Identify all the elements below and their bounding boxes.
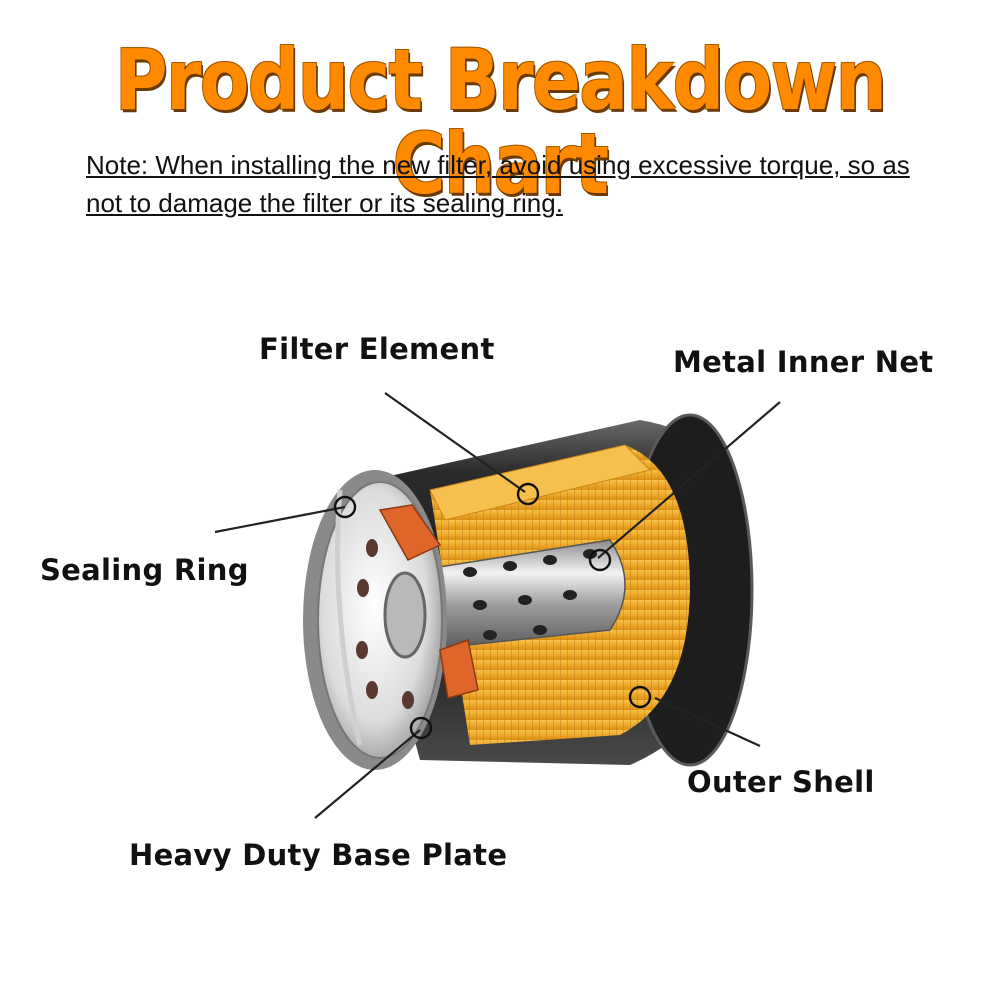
sealing-ring-lower	[439, 639, 479, 699]
installation-note: Note: When installing the new filter, av…	[86, 150, 910, 218]
filter-element-label: Filter Element	[259, 332, 495, 366]
sealing-ring-edge	[335, 489, 363, 746]
base-plate-label: Heavy Duty Base Plate	[129, 838, 508, 872]
outer-shell-label: Outer Shell	[687, 765, 875, 799]
sealing-ring-label: Sealing Ring	[40, 553, 249, 587]
leader-markers	[333, 482, 652, 740]
metal-inner-net-label: Metal Inner Net	[673, 345, 934, 379]
base-plate-holes	[356, 539, 414, 709]
leader-lines	[214, 392, 781, 819]
page-title: Product Breakdown Chart	[114, 31, 887, 213]
threaded-center	[383, 571, 427, 659]
sealing-ring	[378, 504, 442, 561]
filter-element-top	[429, 444, 651, 521]
